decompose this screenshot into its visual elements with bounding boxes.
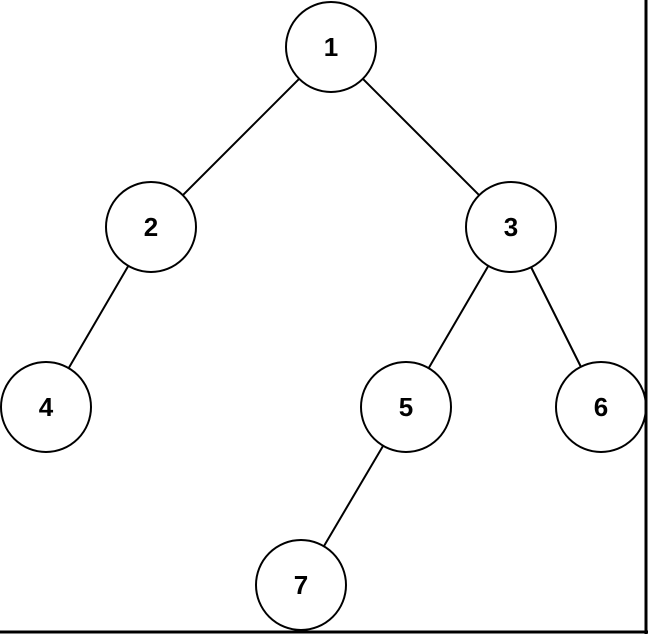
node-circle [465, 181, 557, 273]
tree-node-2: 2 [105, 181, 197, 273]
node-circle [285, 1, 377, 93]
tree-node-7: 7 [255, 539, 347, 631]
edge-n3-n5 [427, 265, 490, 369]
node-circle [105, 181, 197, 273]
node-label: 7 [294, 570, 308, 600]
edge-n1-n3 [362, 78, 480, 196]
node-circle [360, 361, 452, 453]
tree-node-4: 4 [0, 361, 92, 453]
tree-node-6: 6 [555, 361, 647, 453]
node-label: 3 [504, 212, 518, 242]
edge-n3-n6 [530, 266, 582, 368]
node-label: 1 [324, 32, 338, 62]
node-label: 5 [399, 392, 413, 422]
node-circle [255, 539, 347, 631]
tree-node-3: 3 [465, 181, 557, 273]
edge-n5-n7 [323, 445, 384, 547]
tree-node-5: 5 [360, 361, 452, 453]
node-label: 4 [39, 392, 54, 422]
node-label: 6 [594, 392, 608, 422]
edge-n1-n2 [182, 78, 300, 196]
node-circle [0, 361, 92, 453]
tree-node-1: 1 [285, 1, 377, 93]
node-label: 2 [144, 212, 158, 242]
edges-layer [67, 78, 582, 547]
edge-n2-n4 [67, 265, 130, 369]
